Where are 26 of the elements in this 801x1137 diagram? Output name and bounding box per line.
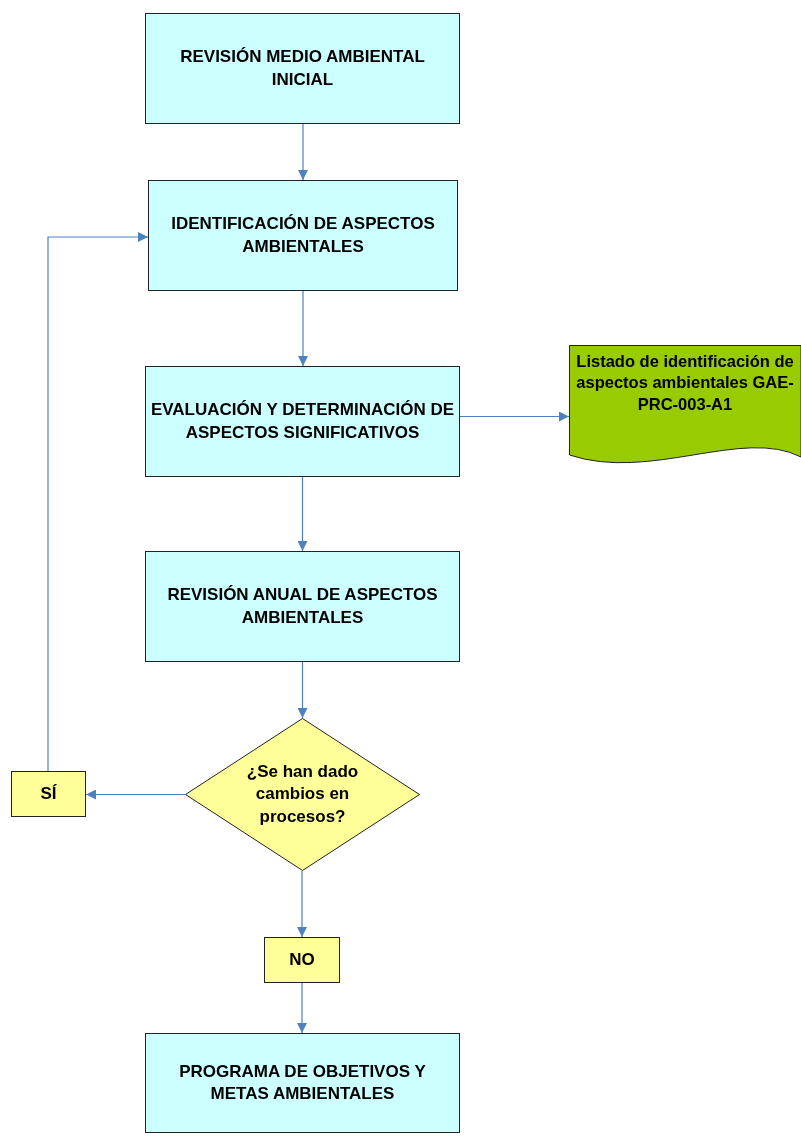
decision-diamond [185,718,420,871]
arrow [298,123,308,181]
arrow [459,411,570,422]
node-label: IDENTIFICACIÓN DE ASPECTOS AMBIENTALES [170,213,436,258]
process-box [145,366,460,477]
arrow [297,982,307,1034]
arrow [297,476,308,552]
answer-box [11,771,86,817]
arrow [298,290,308,367]
arrow [297,661,308,719]
process-box [145,551,460,662]
process-box [148,180,458,291]
process-box [145,13,460,124]
node-label: SÍ [40,782,57,805]
node-label: Listado de identificación de aspectos ambientales GAE-PRC-003-A1 [575,351,795,415]
node-label: REVISIÓN ANUAL DE ASPECTOS AMBIENTALES [166,584,439,629]
node-label: ¿Se han dado cambios en procesos? [245,761,360,828]
node-label: REVISIÓN MEDIO AMBIENTAL INICIAL [179,46,426,91]
arrow [297,870,307,938]
node-label: PROGRAMA DE OBJETIVOS Y METAS AMBIENTALES [178,1060,427,1105]
answer-box [264,937,340,983]
node-label: EVALUACIÓN Y DETERMINACIÓN DE ASPECTOS SIGNIFICATIVOS [150,399,455,444]
process-box [145,1033,460,1133]
arrow [47,232,149,772]
arrow [85,789,186,800]
node-label: NO [289,948,315,971]
